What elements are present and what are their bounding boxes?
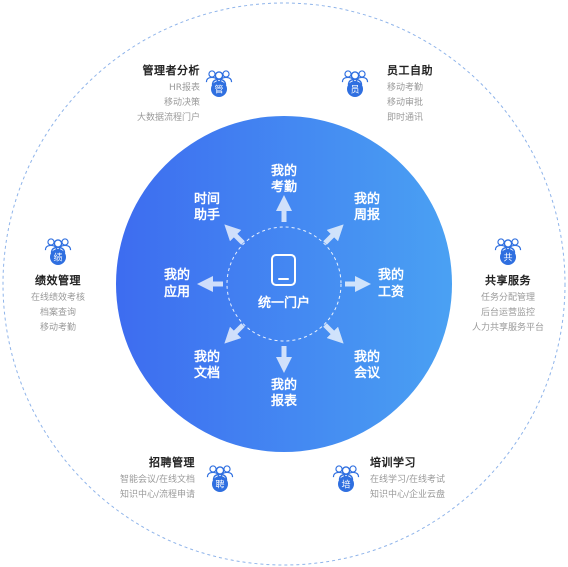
svg-text:管: 管 bbox=[214, 84, 223, 96]
spoke-report[interactable]: 我的 报表 bbox=[271, 377, 298, 409]
svg-text:共: 共 bbox=[503, 253, 512, 264]
people-group-icon: 共 bbox=[494, 238, 522, 265]
module-title: 绩效管理 bbox=[35, 274, 81, 287]
module-performance[interactable]: 绩效管理 在线绩效考核 档案查询 移动考勤 bbox=[0, 274, 128, 336]
svg-text:员: 员 bbox=[350, 85, 359, 96]
arrow-icon bbox=[323, 224, 344, 245]
center-label[interactable]: 统一门户 bbox=[258, 295, 310, 311]
spoke-meeting[interactable]: 我的 会议 bbox=[354, 349, 381, 381]
svg-text:绩: 绩 bbox=[53, 252, 62, 264]
module-item: 知识中心/企业云盘 bbox=[370, 490, 446, 500]
svg-text:会议: 会议 bbox=[354, 365, 381, 381]
svg-text:培: 培 bbox=[341, 479, 350, 491]
spoke-docs[interactable]: 我的 文档 bbox=[194, 349, 220, 381]
svg-text:我的: 我的 bbox=[271, 163, 297, 179]
module-item: 任务分配管理 bbox=[480, 293, 535, 303]
people-group-icon: 员 bbox=[341, 70, 369, 97]
module-title: 管理者分析 bbox=[142, 64, 200, 77]
svg-text:我的: 我的 bbox=[164, 267, 190, 283]
module-item: 在线绩效考核 bbox=[30, 293, 85, 303]
people-group-icon: 绩 bbox=[44, 238, 72, 265]
arrow-icon bbox=[323, 323, 344, 344]
tablet-icon bbox=[271, 254, 296, 286]
spoke-salary[interactable]: 我的 工资 bbox=[378, 267, 404, 300]
module-item: 人力共享服务平台 bbox=[471, 323, 544, 333]
svg-text:考勤: 考勤 bbox=[271, 179, 297, 195]
people-group-icon: 培 bbox=[332, 465, 360, 492]
module-item: 知识中心/流程申请 bbox=[119, 490, 195, 500]
module-item: 大数据流程门户 bbox=[136, 113, 200, 123]
svg-text:助手: 助手 bbox=[194, 207, 220, 223]
module-title: 共享服务 bbox=[485, 274, 531, 287]
arrow-icon bbox=[224, 323, 245, 344]
module-manager-analysis[interactable]: 管理者分析 HR报表 移动决策 大数据流程门户 bbox=[60, 64, 200, 126]
people-group-icon: 管 bbox=[205, 70, 233, 97]
svg-text:我的: 我的 bbox=[271, 377, 297, 393]
module-item: 即时通讯 bbox=[387, 113, 424, 123]
spoke-weekly[interactable]: 我的 周报 bbox=[354, 191, 381, 223]
people-group-icon: 聘 bbox=[206, 465, 234, 492]
module-item: 移动考勤 bbox=[39, 323, 76, 333]
module-item: 移动考勤 bbox=[387, 83, 424, 93]
svg-text:周报: 周报 bbox=[354, 208, 381, 223]
module-recruitment[interactable]: 招聘管理 智能会议/在线文档 知识中心/流程申请 bbox=[55, 456, 195, 503]
inner-dashed-ring bbox=[226, 226, 342, 342]
svg-text:应用: 应用 bbox=[164, 284, 190, 300]
module-title: 培训学习 bbox=[370, 456, 416, 469]
module-training[interactable]: 培训学习 在线学习/在线考试 知识中心/企业云盘 bbox=[370, 456, 510, 503]
svg-text:文档: 文档 bbox=[194, 365, 220, 381]
svg-text:聘: 聘 bbox=[215, 479, 224, 491]
module-item: 移动审批 bbox=[387, 98, 424, 108]
module-shared-services[interactable]: 共享服务 任务分配管理 后台运营监控 人力共享服务平台 bbox=[438, 274, 568, 336]
spoke-timehelper[interactable]: 时间 助手 bbox=[194, 191, 220, 223]
spoke-attendance[interactable]: 我的 考勤 bbox=[271, 163, 297, 195]
spoke-arrows bbox=[196, 194, 372, 374]
module-item: 档案查询 bbox=[39, 308, 76, 318]
svg-text:我的: 我的 bbox=[354, 349, 380, 365]
module-item: 在线学习/在线考试 bbox=[370, 475, 446, 485]
svg-text:工资: 工资 bbox=[378, 284, 404, 300]
module-title: 招聘管理 bbox=[149, 456, 195, 469]
svg-text:我的: 我的 bbox=[194, 349, 220, 365]
module-title: 员工自助 bbox=[387, 64, 433, 77]
module-employee-self-service[interactable]: 员工自助 移动考勤 移动审批 即时通讯 bbox=[387, 64, 527, 126]
arrow-icon bbox=[224, 224, 245, 245]
svg-text:我的: 我的 bbox=[354, 191, 380, 207]
svg-text:我的: 我的 bbox=[378, 267, 404, 283]
module-item: 移动决策 bbox=[163, 98, 200, 108]
module-item: 智能会议/在线文档 bbox=[119, 475, 195, 485]
module-item: HR报表 bbox=[168, 83, 200, 93]
module-item: 后台运营监控 bbox=[480, 308, 535, 318]
svg-text:报表: 报表 bbox=[271, 393, 298, 409]
spoke-apps[interactable]: 我的 应用 bbox=[164, 267, 190, 300]
svg-text:时间: 时间 bbox=[194, 191, 220, 207]
